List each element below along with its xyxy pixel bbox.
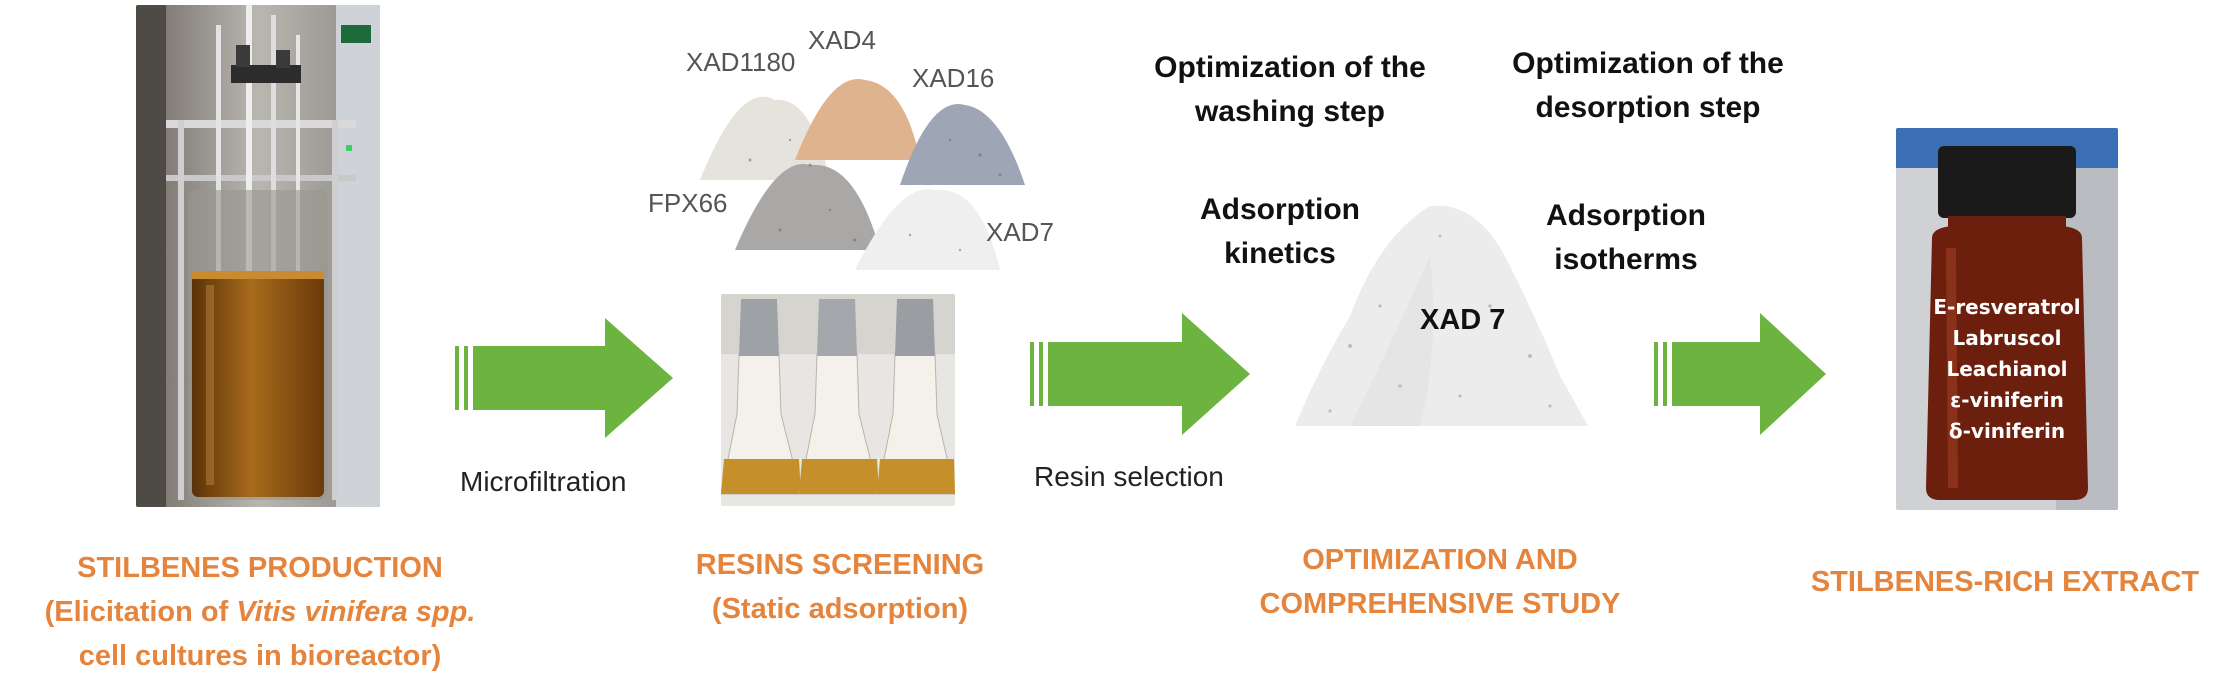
optimization-title-line1: OPTIMIZATION AND <box>1302 544 1578 576</box>
screening-subtitle: (Static adsorption) <box>711 593 969 625</box>
kinetics-line1: Adsorption <box>1200 193 1360 226</box>
washing-step-label: Optimization of the washing step <box>1130 46 1450 134</box>
resin-label-xad1180: XAD1180 <box>686 47 796 77</box>
kinetics-line2: kinetics <box>1224 237 1336 270</box>
compound-item: δ-viniferin <box>1948 419 2066 443</box>
production-subtitle: (Elicitation of Vitis vinifera spp. <box>20 590 500 634</box>
desorption-line1: Optimization of the <box>1512 47 1784 80</box>
isotherms-label: Adsorption isotherms <box>1516 194 1736 282</box>
isotherms-line2: isotherms <box>1554 243 1698 276</box>
washing-line2: washing step <box>1194 95 1386 128</box>
compound-item: Leachianol <box>1946 357 2068 381</box>
production-line3: cell cultures in bioreactor) <box>78 640 442 672</box>
xad7-center-label: XAD 7 <box>1420 304 1506 336</box>
screening-title: RESINS SCREENING <box>695 549 985 581</box>
optimization-caption: OPTIMIZATION AND COMPREHENSIVE STUDY <box>1245 538 1635 626</box>
extract-caption: STILBENES-RICH EXTRACT <box>1810 566 2200 598</box>
production-subtitle-pre: (Elicitation of <box>44 596 237 628</box>
washing-line1: Optimization of the <box>1154 51 1426 84</box>
arrow-resin-selection <box>1030 313 1252 435</box>
desorption-line2: desorption step <box>1535 91 1761 124</box>
resin-label-fpx66: FPX66 <box>648 188 728 218</box>
resin-label-xad4: XAD4 <box>808 25 876 55</box>
extract-compound-list: E-resveratrol Labruscol Leachianol ε-vin… <box>1896 292 2118 447</box>
production-caption: STILBENES PRODUCTION (Elicitation of Vit… <box>20 546 500 678</box>
resin-selection-label: Resin selection <box>1034 461 1224 492</box>
compound-item: ε-viniferin <box>1950 388 2064 412</box>
microfiltration-label: Microfiltration <box>460 466 627 497</box>
bioreactor-photo <box>136 5 380 507</box>
screening-caption: RESINS SCREENING (Static adsorption) <box>640 543 1040 631</box>
arrow-microfiltration <box>455 318 675 438</box>
desorption-step-label: Optimization of the desorption step <box>1488 42 1808 130</box>
compound-item: Labruscol <box>1952 326 2062 350</box>
isotherms-line1: Adsorption <box>1546 199 1706 232</box>
compound-item: E-resveratrol <box>1933 295 2081 319</box>
flasks-photo <box>721 294 955 506</box>
xad7-pile-illustration <box>1290 196 1590 436</box>
kinetics-label: Adsorption kinetics <box>1170 188 1390 276</box>
optimization-title-line2: COMPREHENSIVE STUDY <box>1259 588 1621 620</box>
production-title: STILBENES PRODUCTION <box>77 552 443 584</box>
extract-vial-photo: E-resveratrol Labruscol Leachianol ε-vin… <box>1896 128 2118 510</box>
resin-label-xad7: XAD7 <box>986 217 1054 247</box>
resin-label-xad16: XAD16 <box>912 63 995 93</box>
arrow-to-extract <box>1654 313 1828 435</box>
production-subtitle-species: Vitis vinifera spp. <box>236 596 476 628</box>
resin-piles-illustration <box>680 60 1040 280</box>
